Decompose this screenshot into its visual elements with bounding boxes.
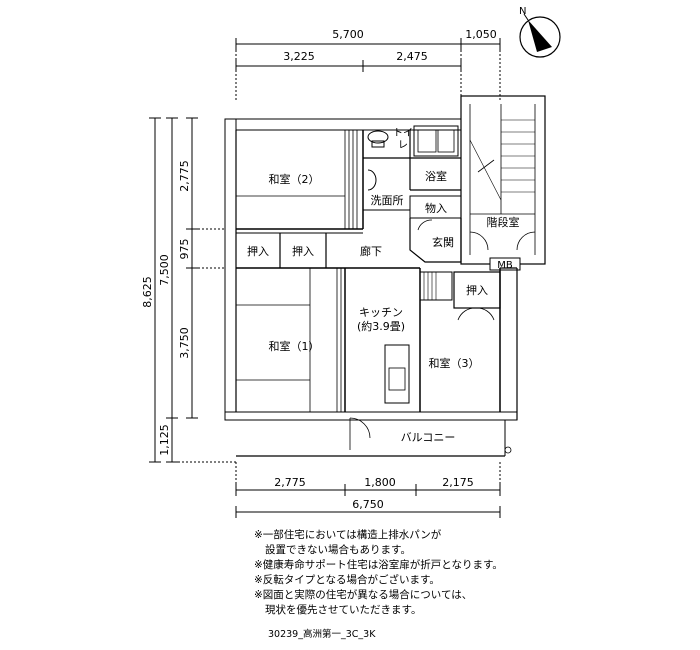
dim-left-seg-4: 1,125 [158, 424, 171, 456]
room-closet-2: 押入 [292, 244, 314, 258]
dim-left-main: 7,500 [158, 254, 171, 286]
dim-bottom-seg-1: 2,775 [274, 476, 306, 489]
dim-top-right: 1,050 [465, 28, 497, 41]
dim-left-overall: 8,625 [141, 276, 154, 308]
note-line-6: 現状を優先させていただきます。 [265, 604, 422, 616]
dim-left-seg-1: 2,775 [178, 160, 191, 192]
room-toilet-a: トイ [393, 128, 413, 139]
dim-bottom-total: 6,750 [352, 498, 384, 511]
dim-bottom-seg-2: 1,800 [364, 476, 396, 489]
dim-bottom-seg-3: 2,175 [442, 476, 474, 489]
room-meter-box: MB [497, 260, 513, 271]
room-bath: 浴室 [425, 169, 447, 183]
dim-top-right-sub: 2,475 [396, 50, 428, 63]
bottom-dimensions [235, 462, 501, 518]
top-dimensions [235, 38, 501, 100]
walls [224, 95, 546, 457]
room-washitsu-2: 和室（2） [269, 172, 320, 186]
room-storage: 物入 [425, 201, 447, 215]
plan-code: 30239_高洲第一_3C_3K [268, 629, 376, 640]
note-line-1: ※一部住宅においては構造上排水パンが [254, 529, 442, 541]
notes: ※一部住宅においては構造上排水パンが 設置できない場合もあります。 ※健康寿命サ… [254, 528, 694, 618]
note-line-4: ※反転タイプとなる場合がございます。 [254, 574, 440, 586]
room-closet-1: 押入 [247, 244, 269, 258]
room-hallway: 廊下 [360, 244, 382, 258]
north-arrow-icon: N [519, 6, 561, 58]
room-balcony: バルコニー [401, 431, 456, 444]
left-dimensions [149, 117, 236, 463]
note-line-5: ※図面と実際の住宅が異なる場合については、 [254, 589, 473, 601]
room-entrance: 玄関 [432, 235, 454, 249]
dim-left-seg-2: 975 [178, 239, 191, 260]
room-kitchen-line2: (約3.9畳) [357, 319, 405, 333]
room-stairwell: 階段室 [487, 215, 520, 229]
dim-top-left-sub: 3,225 [283, 50, 315, 63]
dim-top-total: 5,700 [332, 28, 364, 41]
note-line-2: 設置できない場合もあります。 [265, 544, 411, 556]
room-closet-3: 押入 [466, 283, 488, 297]
dim-left-seg-3: 3,750 [178, 327, 191, 359]
room-toilet-b: レ [398, 140, 408, 151]
note-line-3: ※健康寿命サポート住宅は浴室扉が折戸となります。 [254, 559, 503, 571]
room-washroom: 洗面所 [371, 194, 404, 207]
room-washitsu-3: 和室（3） [429, 356, 480, 370]
compass-label: N [519, 6, 526, 17]
room-kitchen-line1: キッチン [359, 306, 403, 319]
room-washitsu-1: 和室（1） [269, 339, 320, 353]
